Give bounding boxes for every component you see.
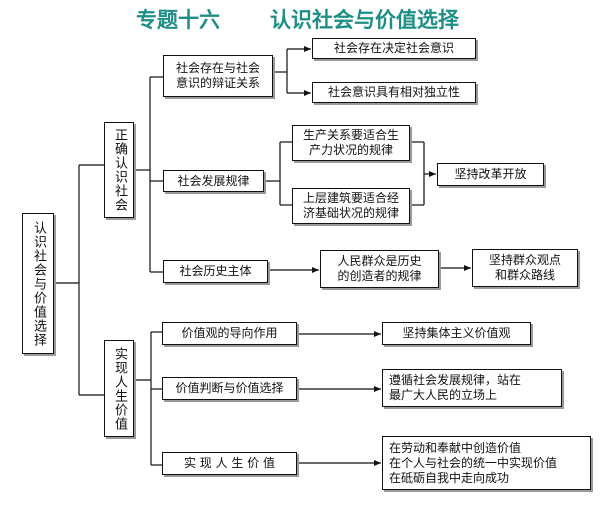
diagram-title: 专题十六 认识社会与价值选择 — [0, 4, 612, 32]
node-branch-cognition: 正确认识社会 — [104, 122, 134, 218]
node-branch-life: 实现人生价值 — [104, 340, 134, 437]
node-superstructure: 上层建筑要适合经 济基础状况的规律 — [292, 188, 410, 224]
node-masses-creators: 人民群众是历史 的创造者的规律 — [320, 250, 439, 288]
title-topic-name: 认识社会与价值选择 — [270, 8, 459, 32]
node-root: 认识社会与价值选择 — [22, 213, 54, 354]
node-prod-relations: 生产关系要适合生 产力状况的规律 — [292, 125, 410, 161]
title-topic-number: 专题十六 — [136, 8, 220, 32]
node-collectivism: 坚持集体主义价值观 — [382, 322, 531, 345]
node-dialectic: 社会存在与社会 意识的辩证关系 — [163, 55, 273, 97]
node-reform: 坚持改革开放 — [437, 163, 544, 186]
node-mass-line: 坚持群众观点 和群众路线 — [472, 249, 578, 287]
node-value-guidance: 价值观的导向作用 — [162, 322, 297, 345]
node-consciousness-independent: 社会意识具有相对独立性 — [312, 82, 476, 103]
node-existence-decides: 社会存在决定社会意识 — [312, 38, 476, 59]
node-history-subject: 社会历史主体 — [163, 260, 268, 283]
node-dev-law: 社会发展规律 — [163, 170, 264, 192]
node-realize-value: 实 现 人 生 价 值 — [162, 452, 297, 475]
node-create-value: 在劳动和奉献中创造价值 在个人与社会的统一中实现价值 在砥砺自我中走向成功 — [382, 436, 591, 490]
node-value-judgment: 价值判断与价值选择 — [162, 377, 297, 400]
node-follow-law: 遵循社会发展规律，站在 最广大人民的立场上 — [382, 369, 562, 407]
